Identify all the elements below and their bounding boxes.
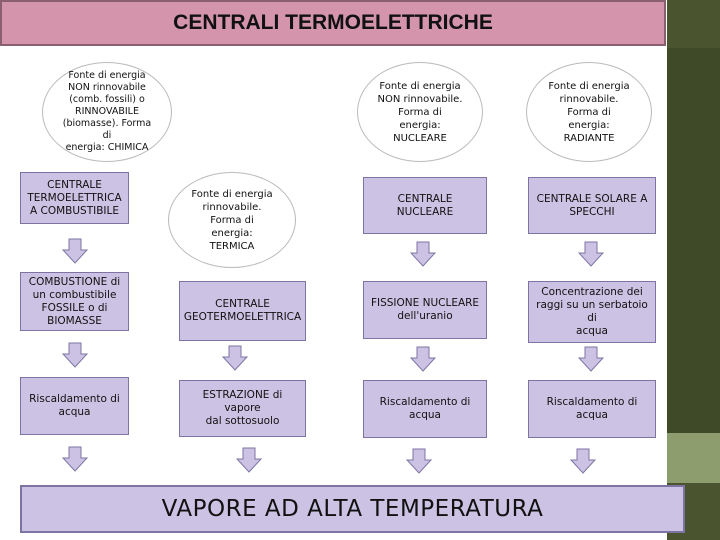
side-bar-segment	[667, 433, 720, 483]
down-arrow-icon	[410, 241, 436, 267]
col1-heating-box: Riscaldamento di acqua	[20, 377, 129, 435]
col4-heating-box: Riscaldamento di acqua	[528, 380, 656, 438]
col2-energy-source: Fonte di energia rinnovabile. Forma di e…	[168, 172, 296, 268]
col3-heating-box: Riscaldamento di acqua	[363, 380, 487, 438]
down-arrow-icon	[236, 447, 262, 473]
col1-process-box: COMBUSTIONE di un combustibile FOSSILE o…	[20, 272, 129, 331]
down-arrow-icon	[578, 241, 604, 267]
page-title: CENTRALI TERMOELETTRICHE	[0, 0, 666, 46]
col2-plant-box: CENTRALE GEOTERMOELETTRICA	[179, 281, 306, 341]
col2-process-box: ESTRAZIONE di vapore dal sottosuolo	[179, 380, 306, 437]
down-arrow-icon	[578, 346, 604, 372]
col1-energy-source: Fonte di energia NON rinnovabile (comb. …	[42, 62, 172, 162]
col3-plant-box: CENTRALE NUCLEARE	[363, 177, 487, 234]
down-arrow-icon	[570, 448, 596, 474]
side-bar-segment	[667, 48, 720, 433]
col3-process-box: FISSIONE NUCLEARE dell'uranio	[363, 281, 487, 339]
col4-plant-box: CENTRALE SOLARE A SPECCHI	[528, 177, 656, 234]
col4-energy-source: Fonte di energia rinnovabile. Forma di e…	[526, 62, 652, 162]
col3-energy-source: Fonte di energia NON rinnovabile. Forma …	[357, 62, 483, 162]
col4-process-box: Concentrazione dei raggi su un serbatoio…	[528, 281, 656, 343]
down-arrow-icon	[62, 342, 88, 368]
down-arrow-icon	[410, 346, 436, 372]
down-arrow-icon	[222, 345, 248, 371]
result-box: VAPORE AD ALTA TEMPERATURA	[20, 485, 685, 533]
down-arrow-icon	[62, 446, 88, 472]
down-arrow-icon	[406, 448, 432, 474]
side-decoration-bar	[667, 0, 720, 540]
down-arrow-icon	[62, 238, 88, 264]
col1-plant-box: CENTRALE TERMOELETTRICA A COMBUSTIBILE	[20, 172, 129, 224]
